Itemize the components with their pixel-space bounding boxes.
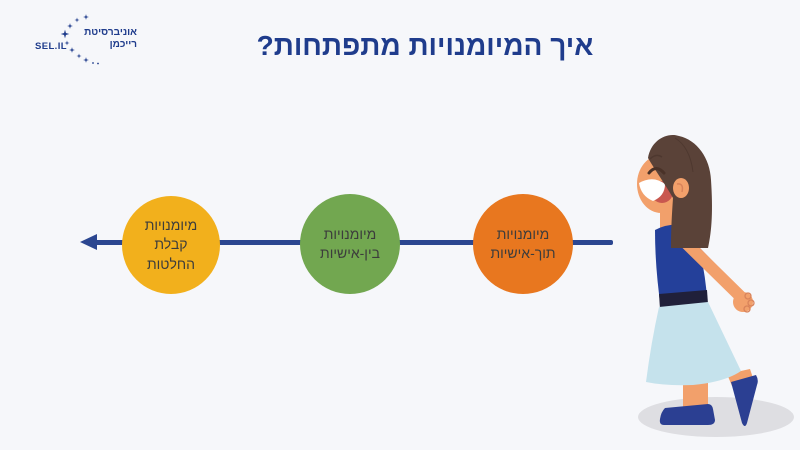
step-label-intrapersonal-skills: מיומנויות תוך-אישיות [490,225,556,261]
arrowhead-left-icon [80,234,97,250]
step-label-interpersonal-skills: מיומנויות בין-אישיות [320,225,380,261]
step-circle-intrapersonal-skills: מיומנויות תוך-אישיות [473,194,573,294]
logo-stars-icon [60,14,99,65]
girl-arm [681,238,746,302]
step-circle-decision-making-skills: מיומנויות קבלת החלטות [122,196,220,294]
girl-hand [733,292,753,312]
girl-front-shoe [731,375,758,426]
logo-sel-label: SEL.IL [35,41,67,52]
girl-teeth [639,179,665,201]
girl-ear [673,178,689,198]
girl-skirt [646,302,741,386]
logo-university-line2: רייכמן [109,38,137,50]
step-label-decision-making-skills: מיומנויות קבלת החלטות [144,217,198,272]
sel-il-logo: SEL.IL אוניברסיטת רייכמן [35,14,141,68]
logo-university-line1: אוניברסיטת [84,27,137,38]
girl-illustration [637,134,794,437]
logo-university-name: אוניברסיטת רייכמן [84,27,137,50]
slide-title: איך המיומנויות מתפתחות? [256,30,594,61]
step-circle-interpersonal-skills: מיומנויות בין-אישיות [300,194,400,294]
girl-back-shoe [659,404,715,425]
girl-eye [647,167,666,175]
